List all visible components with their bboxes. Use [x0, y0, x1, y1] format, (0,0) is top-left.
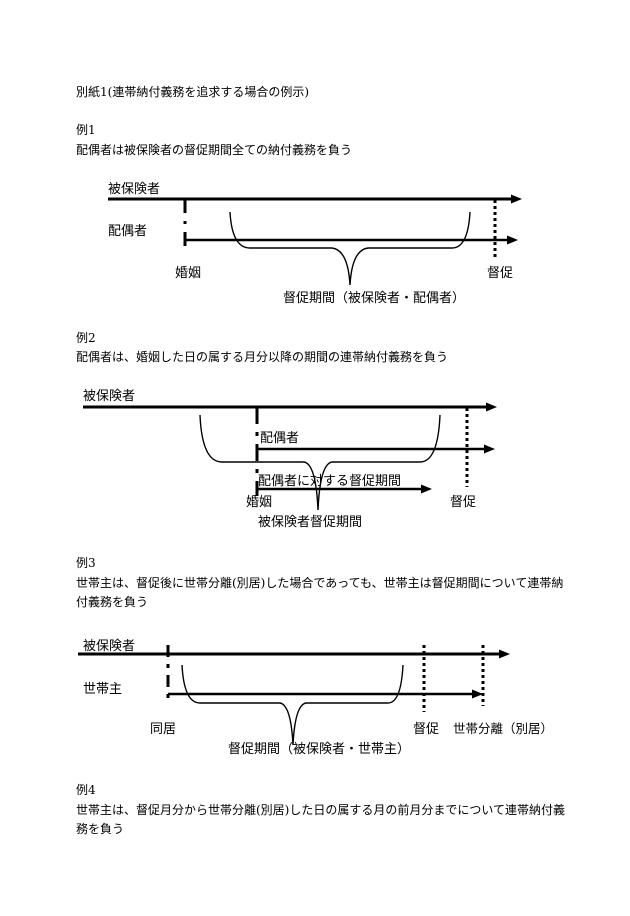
insured-arrowhead [499, 649, 510, 659]
insured-label: 被保険者 [83, 639, 135, 654]
example-3-text-line-2: 付義務を負う [76, 595, 149, 609]
example-3-text-line-1: 世帯主は、督促後に世帯分離(別居)した場合であっても、世帯主は督促期間について連… [76, 576, 564, 590]
head-label: 世帯主 [83, 682, 122, 697]
demand-label: 督促 [450, 495, 476, 510]
spouse-period-label: 配偶者に対する督促期間 [258, 474, 401, 489]
example-2-heading: 例2 [76, 331, 96, 345]
example-4-text-line-2: 務を負う [76, 822, 125, 836]
example-1-heading: 例1 [76, 123, 96, 137]
marriage-label: 婚姻 [175, 266, 201, 281]
spouse-period-arrowhead [421, 484, 432, 494]
diagram-example-1: 被保険者 配偶者 婚姻 督促 督促期間（被保険者・配偶者） [108, 182, 522, 306]
spouse-arrowhead [484, 444, 495, 454]
period-brace [229, 211, 471, 286]
spouse-label: 配偶者 [260, 431, 299, 446]
insured-arrowhead [511, 194, 522, 204]
period-label: 督促期間（被保険者・世帯主） [228, 742, 410, 757]
insured-period-label: 被保険者督促期間 [258, 515, 362, 530]
example-2-text: 配偶者は、婚姻した日の属する月分以降の期間の連帯納付義務を負う [76, 350, 449, 364]
insured-label: 被保険者 [108, 182, 160, 197]
marriage-label: 婚姻 [246, 495, 272, 510]
insured-arrowhead [486, 402, 497, 412]
insured-label: 被保険者 [83, 389, 135, 404]
example-1-text: 配偶者は被保険者の督促期間全ての納付義務を負う [76, 143, 353, 157]
period-brace [181, 664, 404, 746]
demand-label: 督促 [413, 722, 439, 737]
insured-period-brace [199, 414, 441, 511]
head-arrowhead [472, 689, 483, 699]
demand-label: 督促 [487, 266, 513, 281]
spouse-arrowhead [507, 235, 518, 245]
cohabit-label: 同居 [150, 722, 176, 737]
separation-label: 世帯分離（別居） [453, 721, 553, 736]
example-4-heading: 例4 [76, 783, 96, 797]
spouse-label: 配偶者 [108, 224, 147, 239]
diagram-example-2: 被保険者 配偶者 配偶者に対する督促期間 婚姻 督促 被保険者督促期間 [83, 389, 497, 530]
document-title: 別紙1(連帯納付義務を追求する場合の例示) [76, 85, 309, 99]
example-4-text-line-1: 世帯主は、督促月分から世帯分離(別居)した日の属する月の前月分までについて連帯納… [76, 803, 566, 817]
period-label: 督促期間（被保険者・配偶者） [283, 291, 465, 306]
diagram-example-3: 被保険者 世帯主 同居 督促 世帯分離（別居） 督促期間（被保険者・世帯主） [78, 639, 553, 757]
example-3-heading: 例3 [76, 556, 96, 570]
